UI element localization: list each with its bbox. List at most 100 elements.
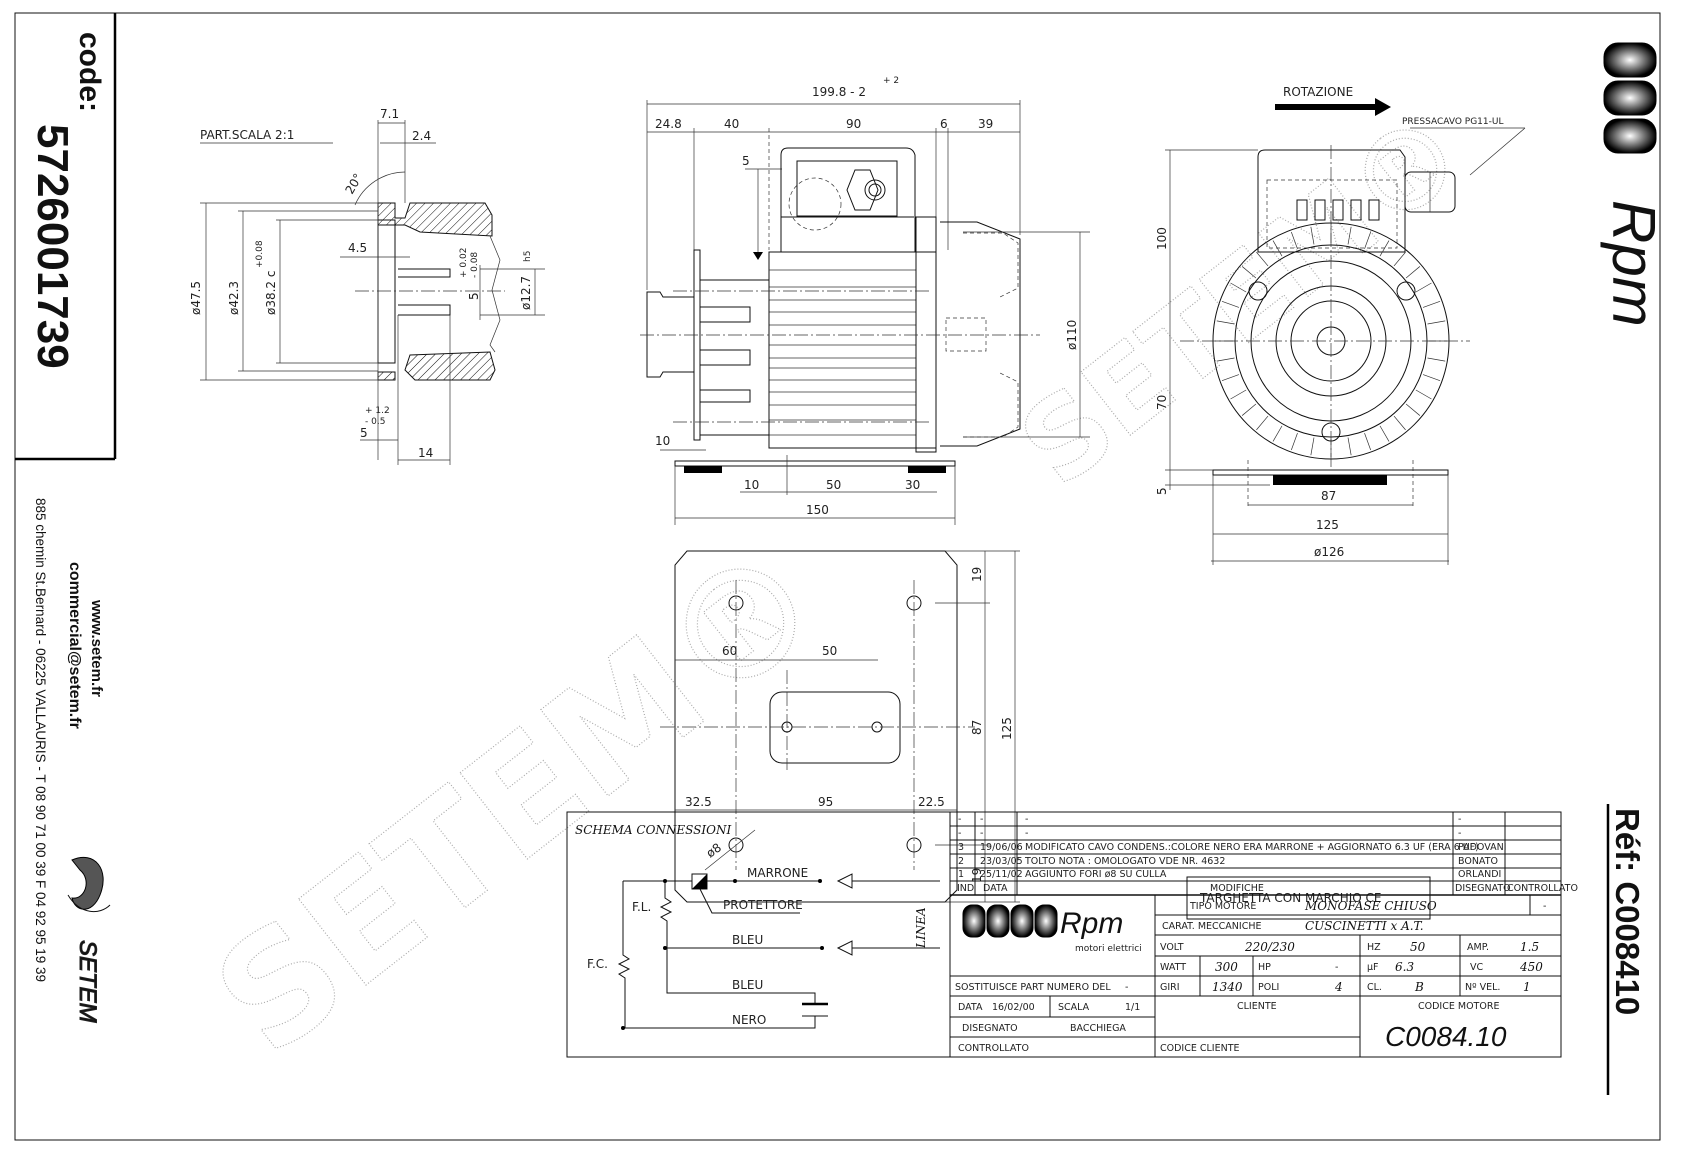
dim-7-1: 7.1 (380, 107, 399, 121)
detail-view: PART.SCALA 2:1 7.1 2.4 (189, 107, 545, 465)
hp-value: - (1335, 962, 1338, 973)
amp-label: AMP. (1467, 942, 1489, 953)
dim-dia-42-3: ø42.3 (227, 281, 241, 315)
schematic-title: SCHEMA CONNESSIONI (575, 823, 731, 837)
revision-date: 23/03/05 (980, 856, 1023, 867)
dim-19-top: 19 (970, 567, 984, 582)
fin (1290, 432, 1298, 451)
fin (1230, 282, 1247, 293)
setem-brand: SETEM (74, 940, 101, 1023)
revision-date: - (980, 828, 983, 839)
wire-marrone: MARRONE (747, 866, 808, 880)
overall-tolerance: + 2 (883, 76, 899, 86)
client-code-label: CODICE CLIENTE (1160, 1043, 1240, 1054)
address: 885 chemin St.Bernard - 06225 VALLAURIS … (33, 498, 48, 982)
dim-39: 39 (978, 117, 993, 131)
dim-14: 14 (418, 446, 433, 460)
revision-date: 19/06/06 (980, 842, 1023, 853)
dim-dia-47-5: ø47.5 (189, 281, 203, 315)
code-value: 5726001739 (28, 124, 77, 369)
dim-19-bottom: 19 (970, 868, 984, 883)
coil-icon (1603, 42, 1657, 154)
revision-text: - (1025, 828, 1028, 839)
dim-10-left: 10 (655, 434, 670, 448)
dim-60: 60 (722, 644, 737, 658)
revision-text: TOLTO NOTA : OMOLOGATO VDE NR. 4632 (1024, 856, 1225, 867)
volt-label: VOLT (1160, 942, 1184, 953)
fin (1272, 240, 1283, 257)
fin (1216, 320, 1235, 325)
hz-value: 50 (1410, 940, 1426, 954)
rotation-arrow-icon (1275, 98, 1391, 116)
revision-ind: 3 (958, 842, 964, 853)
volt-value: 220/230 (1244, 940, 1295, 954)
watt-label: WATT (1160, 962, 1186, 973)
scale-label: SCALA (1058, 1002, 1090, 1013)
side-view: + 2 199.8 - 2 24.8 40 90 6 39 5 (640, 76, 1090, 525)
fin (1221, 300, 1240, 308)
tol-5-minus: - 0.5 (365, 417, 385, 427)
dim-angle: 20° (342, 171, 365, 196)
watermark-text-upper: SETEM® (997, 87, 1489, 510)
revision-by: - (1458, 814, 1461, 825)
uf-value: 6.3 (1395, 960, 1414, 974)
rpm-label: GIRI (1160, 982, 1180, 993)
title-logo-text: Rpm (1060, 907, 1123, 940)
replaces-value: - (1125, 982, 1128, 993)
fin (1427, 357, 1446, 362)
dim-5-offset: 5 (360, 426, 368, 440)
motor-type: MONOFASE CHIUSO (1304, 899, 1437, 913)
wire-bleu-2: BLEU (732, 978, 763, 992)
motor-code-label: CODICE MOTORE (1418, 1001, 1499, 1012)
resistor-fl (659, 881, 816, 1003)
rev-header-disegnato: DISEGNATO (1455, 883, 1511, 894)
code-label: code: (73, 32, 106, 112)
fin (1393, 415, 1406, 431)
watt-value: 300 (1215, 960, 1238, 974)
wire-nero: NERO (732, 1013, 766, 1027)
replaces-label: SOSTITUISCE PART NUMERO DEL (955, 982, 1111, 993)
setem-bird-logo-icon (67, 857, 111, 913)
revision-ind: 2 (958, 856, 964, 867)
amp-value: 1.5 (1520, 940, 1539, 954)
dim-95: 95 (818, 795, 833, 809)
protector-label: PROTETTORE (723, 898, 803, 912)
dim-50-bottom: 50 (826, 478, 841, 492)
fin (1272, 425, 1283, 442)
dim-dia-126: ø126 (1314, 545, 1344, 559)
fin (1256, 251, 1269, 267)
rev-header-controllato: CONTROLLATO (1507, 883, 1578, 894)
dim-125-front: 125 (1316, 518, 1339, 532)
revision-ind: 1 (958, 869, 964, 880)
speeds-value: 1 (1523, 980, 1531, 994)
dim-24-8: 24.8 (655, 117, 682, 131)
rpm-logo: Rpm (1600, 42, 1667, 327)
dim-6: 6 (940, 117, 948, 131)
revision-text: MODIFICATO CAVO CONDENS.:COLORE NERO ERA… (1025, 842, 1479, 853)
dim-10-bottom: 10 (744, 478, 759, 492)
reference-code: Réf: C008410 (1609, 808, 1646, 1015)
tol-dia-38-2: +0.08 (255, 240, 265, 268)
date-value: 16/02/00 (992, 1002, 1035, 1013)
fin (1241, 266, 1257, 279)
rev-header-ind: IND (957, 883, 974, 894)
dim-70: 70 (1155, 395, 1169, 410)
revision-text: - (1025, 814, 1028, 825)
fin (1422, 300, 1441, 308)
drawn-value: BACCHIEGA (1070, 1023, 1126, 1034)
rotation-label: ROTAZIONE (1283, 85, 1353, 99)
rpm-logo-text: Rpm (1600, 200, 1667, 327)
uf-label: µF (1367, 962, 1379, 973)
wire-bleu-1: BLEU (732, 933, 763, 947)
nameplate-note-box (1186, 876, 1431, 920)
fin (1347, 226, 1352, 245)
fin (1405, 266, 1421, 279)
scale-value: 1/1 (1125, 1002, 1140, 1013)
detail-title: PART.SCALA 2:1 (200, 128, 294, 142)
fin (1216, 357, 1235, 362)
fin (1379, 240, 1390, 257)
mech-label: CARAT. MECCANICHE (1162, 921, 1261, 932)
title-block-logo: Rpm motori elettrici (962, 904, 1142, 954)
